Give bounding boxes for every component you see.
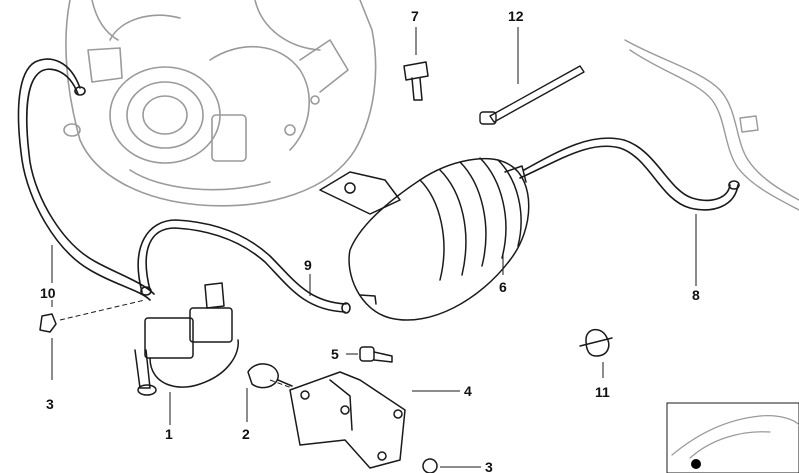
nut-3a-drawing [39,313,57,333]
callout-4: 4 [464,383,472,399]
bracket-4-drawing [289,371,406,469]
callout-1: 1 [165,426,173,442]
solenoid-valve-drawing [134,282,239,396]
faded-hose-drawing [624,39,799,211]
hose-9-drawing [137,219,351,314]
hose-10-drawing [17,58,155,301]
callout-9: 9 [304,257,312,273]
turbocharger-drawing [63,0,377,207]
callout-12: 12 [508,8,524,24]
callout-7: 7 [411,8,419,24]
clip-11-drawing [579,328,613,357]
nut-3b-drawing [422,458,438,473]
bolt-7-drawing [403,61,429,101]
hose-8-drawing [519,137,740,211]
callout-6: 6 [499,279,507,295]
bolt-5-drawing [359,346,393,363]
leader-lines [51,27,697,468]
location-marker-icon [691,459,701,469]
callout-5: 5 [331,346,339,362]
callout-10: 10 [40,285,56,301]
vacuum-reservoir-drawing [319,157,530,321]
callout-8: 8 [692,287,700,303]
callout-3b: 3 [485,459,493,473]
cable-tie-12-drawing [479,65,585,125]
callout-2: 2 [242,426,250,442]
vehicle-location-thumbnail [666,402,799,473]
rubber-mount-2-drawing [247,363,293,389]
callout-3a: 3 [46,396,54,412]
callout-11: 11 [595,384,610,400]
